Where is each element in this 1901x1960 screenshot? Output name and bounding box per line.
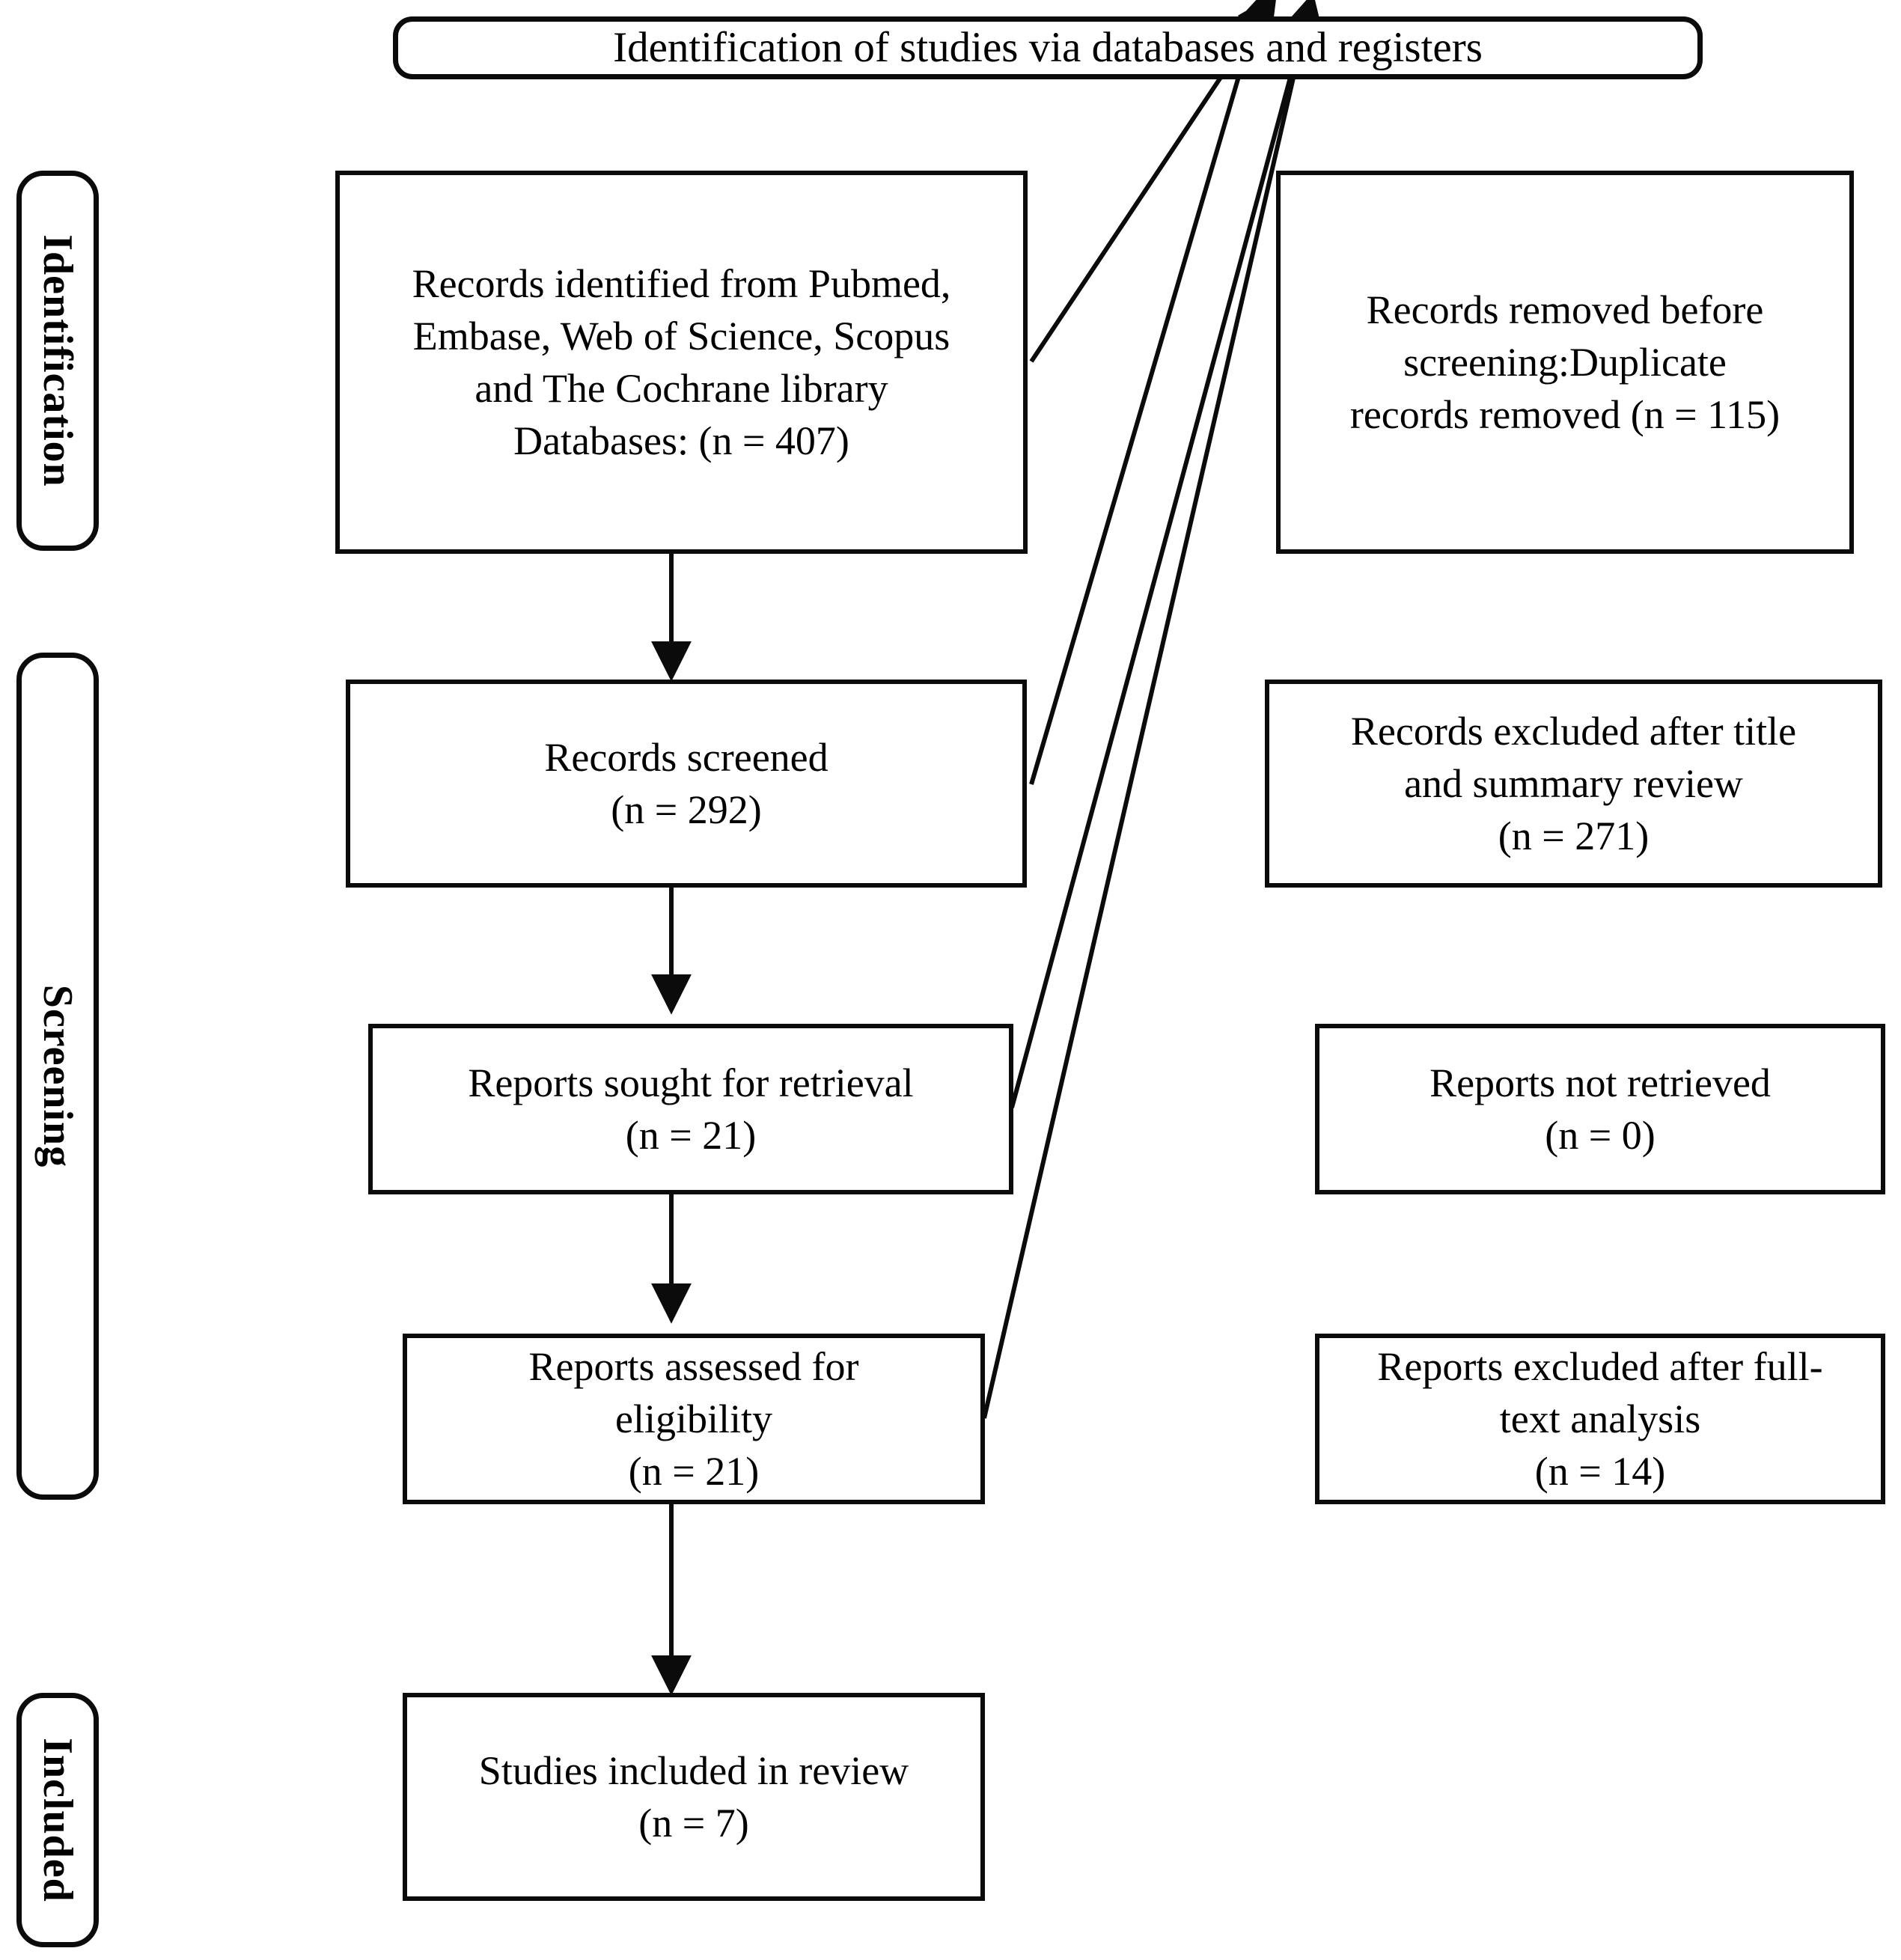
- box-studies-included-text: Studies included in review (n = 7): [478, 1747, 909, 1845]
- box-records-removed: Records removed before screening:Duplica…: [1276, 171, 1854, 554]
- box-records-screened-text: Records screened (n = 292): [544, 734, 829, 832]
- box-records-screened: Records screened (n = 292): [346, 680, 1027, 888]
- phase-label-identification: Identification: [16, 171, 99, 551]
- box-reports-not-retrieved: Reports not retrieved (n = 0): [1315, 1024, 1885, 1194]
- diagram-title-box: Identification of studies via databases …: [393, 16, 1703, 79]
- phase-label-included: Included: [16, 1693, 99, 1947]
- box-reports-excluded-text: Reports excluded after full- text analys…: [1377, 1343, 1823, 1495]
- box-records-identified: Records identified from Pubmed, Embase, …: [335, 171, 1028, 554]
- box-reports-not-retrieved-text: Reports not retrieved (n = 0): [1429, 1060, 1771, 1158]
- box-reports-sought: Reports sought for retrieval (n = 21): [368, 1024, 1013, 1194]
- box-records-removed-text: Records removed before screening:Duplica…: [1349, 287, 1781, 438]
- box-studies-included: Studies included in review (n = 7): [403, 1693, 985, 1901]
- box-reports-excluded: Reports excluded after full- text analys…: [1315, 1334, 1885, 1504]
- arrow-to-reports-excluded: [982, 0, 1324, 1419]
- arrow-to-reports-not-retrieved: [1010, 0, 1322, 1108]
- box-records-excluded: Records excluded after title and summary…: [1265, 680, 1882, 888]
- phase-label-identification-text: Identification: [34, 234, 81, 487]
- box-reports-assessed: Reports assessed for eligibility (n = 21…: [403, 1334, 985, 1504]
- phase-label-included-text: Included: [34, 1738, 82, 1902]
- box-reports-assessed-text: Reports assessed for eligibility (n = 21…: [528, 1343, 859, 1495]
- phase-label-screening: Screening: [16, 653, 99, 1500]
- box-records-excluded-text: Records excluded after title and summary…: [1350, 708, 1797, 859]
- diagram-title: Identification of studies via databases …: [613, 23, 1483, 71]
- box-reports-sought-text: Reports sought for retrieval (n = 21): [468, 1060, 914, 1158]
- arrow-to-records-excluded: [1029, 0, 1272, 785]
- phase-label-screening-text: Screening: [34, 984, 81, 1168]
- box-records-identified-text: Records identified from Pubmed, Embase, …: [412, 260, 951, 464]
